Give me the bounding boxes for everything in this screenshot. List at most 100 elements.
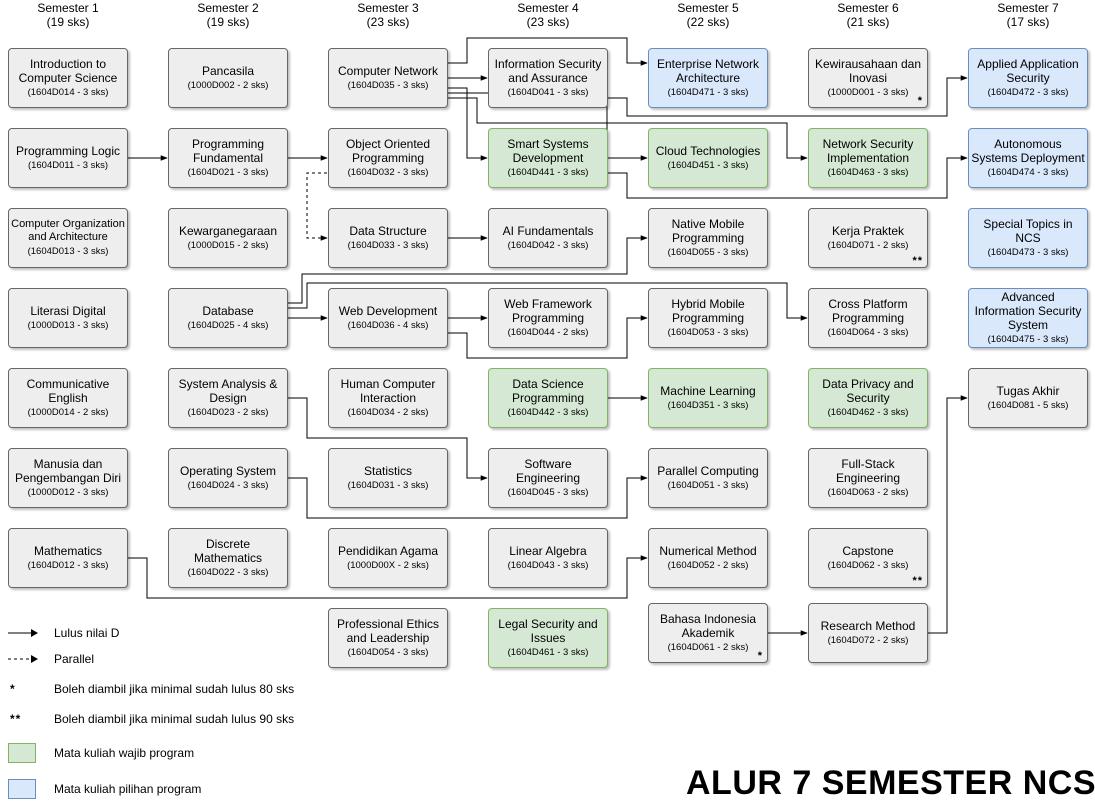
semester-5-header: Semester 5(22 sks) xyxy=(648,1,768,29)
course-name: Autonomous Systems Deployment xyxy=(971,137,1085,165)
course-mathematics[interactable]: Mathematics(1604D012 - 3 sks) xyxy=(8,528,128,588)
course-code: (1604D071 - 2 sks) xyxy=(827,240,909,251)
sks-requirement-marker: * xyxy=(917,95,923,107)
double-star-icon: ** xyxy=(10,712,22,726)
course-code: (1604D053 - 3 sks) xyxy=(667,327,749,338)
course-name: Cross Platform Programming xyxy=(828,297,908,325)
course-oop[interactable]: Object Oriented Programming (1604D032 - 3… xyxy=(328,128,448,188)
course-data-science[interactable]: Data Science Programming(1604D442 - 3 sk… xyxy=(488,368,608,428)
course-name: Legal Security and Issues xyxy=(498,617,598,645)
course-name: Computer Network xyxy=(337,64,439,78)
course-linear-algebra[interactable]: Linear Algebra(1604D043 - 3 sks) xyxy=(488,528,608,588)
edge-math-numerical xyxy=(128,555,648,599)
course-code: (1604D081 - 5 sks) xyxy=(987,400,1069,411)
course-enterprise-network[interactable]: Enterprise Network Architecture(1604D471… xyxy=(648,48,768,108)
course-name: Data Privacy and Security xyxy=(822,377,914,405)
course-ai-fundamentals[interactable]: AI Fundamentals(1604D042 - 3 sks) xyxy=(488,208,608,268)
course-fullstack[interactable]: Full-Stack Engineering(1604D063 - 2 sks) xyxy=(808,448,928,508)
course-pancasila[interactable]: Pancasila(1000D002 - 2 sks) xyxy=(168,48,288,108)
course-code: (1604D475 - 3 sks) xyxy=(987,334,1069,345)
course-manusia[interactable]: Manusia dan Pengembangan Diri(1000D012 -… xyxy=(8,448,128,508)
course-hybrid-mobile[interactable]: Hybrid Mobile Programming(1604D053 - 3 s… xyxy=(648,288,768,348)
course-software-engineering[interactable]: Software Engineering(1604D045 - 3 sks) xyxy=(488,448,608,508)
course-code: (1604D022 - 3 sks) xyxy=(187,567,269,578)
semester-sks: (23 sks) xyxy=(526,15,570,29)
semester-6-header: Semester 6(21 sks) xyxy=(808,1,928,29)
course-cross-platform[interactable]: Cross Platform Programming (1604D064 - 3 … xyxy=(808,288,928,348)
course-code: (1604D473 - 3 sks) xyxy=(987,247,1069,258)
course-web-framework[interactable]: Web Framework Programming(1604D044 - 2 s… xyxy=(488,288,608,348)
course-code: (1604D463 - 3 sks) xyxy=(827,167,909,178)
course-special-topics[interactable]: Special Topics in NCS(1604D473 - 3 sks) xyxy=(968,208,1088,268)
course-system-analysis[interactable]: System Analysis & Design (1604D023 - 2 sk… xyxy=(168,368,288,428)
course-name: Research Method xyxy=(820,619,916,633)
course-code: (1604D471 - 3 sks) xyxy=(667,87,749,98)
course-hci[interactable]: Human Computer Interaction(1604D034 - 2 … xyxy=(328,368,448,428)
course-code: (1604D461 - 3 sks) xyxy=(507,647,589,658)
course-autonomous-systems[interactable]: Autonomous Systems Deployment(1604D474 -… xyxy=(968,128,1088,188)
course-programming-fundamental[interactable]: Programming Fundamental(1604D021 - 3 sks… xyxy=(168,128,288,188)
course-tugas-akhir[interactable]: Tugas Akhir(1604D081 - 5 sks) xyxy=(968,368,1088,428)
course-operating-system[interactable]: Operating System(1604D024 - 3 sks) xyxy=(168,448,288,508)
course-capstone[interactable]: Capstone(1604D062 - 3 sks)** xyxy=(808,528,928,588)
course-name: System Analysis & Design xyxy=(178,377,278,405)
legend-label: Boleh diambil jika minimal sudah lulus 8… xyxy=(54,682,295,696)
course-network-security-implementation[interactable]: Network Security Implementation(1604D463… xyxy=(808,128,928,188)
course-machine-learning[interactable]: Machine Learning(1604D351 - 3 sks) xyxy=(648,368,768,428)
sks-requirement-marker: * xyxy=(757,650,763,662)
course-kewarganegaraan[interactable]: Kewarganegaraan(1000D015 - 2 sks) xyxy=(168,208,288,268)
course-information-security[interactable]: Information Security and Assurance(1604D… xyxy=(488,48,608,108)
course-code: (1604D032 - 3 sks) xyxy=(347,167,429,178)
course-data-privacy[interactable]: Data Privacy and Security (1604D462 - 3 s… xyxy=(808,368,928,428)
course-cloud-technologies[interactable]: Cloud Technologies(1604D451 - 3 sks) xyxy=(648,128,768,188)
course-code: (1604D023 - 2 sks) xyxy=(187,407,269,418)
semester-name: Semester 4 xyxy=(517,1,579,15)
course-statistics[interactable]: Statistics(1604D031 - 3 sks) xyxy=(328,448,448,508)
course-code: (1604D052 - 2 sks) xyxy=(667,560,749,571)
course-data-structure[interactable]: Data Structure(1604D033 - 3 sks) xyxy=(328,208,448,268)
course-native-mobile[interactable]: Native Mobile Programming(1604D055 - 3 s… xyxy=(648,208,768,268)
edge-infosec-appsec xyxy=(608,75,968,117)
edge-research-tugasakhir xyxy=(928,395,968,634)
course-parallel-computing[interactable]: Parallel Computing(1604D051 - 3 sks) xyxy=(648,448,768,508)
semester-sks: (19 sks) xyxy=(46,15,90,29)
course-name: Statistics xyxy=(363,464,412,478)
course-programming-logic[interactable]: Programming Logic(1604D011 - 3 sks) xyxy=(8,128,128,188)
course-code: (1604D072 - 2 sks) xyxy=(827,635,909,646)
course-literasi-digital[interactable]: Literasi Digital(1000D013 - 3 sks) xyxy=(8,288,128,348)
course-computer-organization[interactable]: Computer Organization and Architecture(1… xyxy=(8,208,128,268)
course-name: Discrete Mathematics xyxy=(193,537,263,565)
course-numerical-method[interactable]: Numerical Method(1604D052 - 2 sks) xyxy=(648,528,768,588)
course-professional-ethics[interactable]: Professional Ethics and Leadership(1604D… xyxy=(328,608,448,668)
course-name: Mathematics xyxy=(33,544,103,558)
course-kewirausahaan[interactable]: Kewirausahaan dan Inovasi(1000D001 - 3 s… xyxy=(808,48,928,108)
course-code: (1000D001 - 3 sks) xyxy=(827,87,909,98)
course-smart-systems[interactable]: Smart Systems Development(1604D441 - 3 s… xyxy=(488,128,608,188)
edge-sysanalysis-softeng xyxy=(288,397,488,481)
course-computer-network[interactable]: Computer Network(1604D035 - 3 sks) xyxy=(328,48,448,108)
semester-name: Semester 3 xyxy=(357,1,419,15)
course-intro-cs[interactable]: Introduction to Computer Science(1604D01… xyxy=(8,48,128,108)
course-pendidikan-agama[interactable]: Pendidikan Agama(1000D00X - 2 sks) xyxy=(328,528,448,588)
course-name: Software Engineering xyxy=(515,457,581,485)
course-code: (1604D462 - 3 sks) xyxy=(827,407,909,418)
course-bahasa-indonesia[interactable]: Bahasa Indonesia Akademik(1604D061 - 2 s… xyxy=(648,603,768,663)
course-legal-security[interactable]: Legal Security and Issues (1604D461 - 3 s… xyxy=(488,608,608,668)
course-kerja-praktek[interactable]: Kerja Praktek(1604D071 - 2 sks)** xyxy=(808,208,928,268)
course-code: (1604D064 - 3 sks) xyxy=(827,327,909,338)
course-discrete-mathematics[interactable]: Discrete Mathematics (1604D022 - 3 sks) xyxy=(168,528,288,588)
course-database[interactable]: Database(1604D025 - 4 sks) xyxy=(168,288,288,348)
course-communicative-english[interactable]: Communicative English(1000D014 - 2 sks) xyxy=(8,368,128,428)
edge-database-nativemobile xyxy=(288,235,648,304)
course-code: (1604D442 - 3 sks) xyxy=(507,407,589,418)
course-name: Advanced Information Security System xyxy=(974,290,1082,332)
course-research-method[interactable]: Research Method (1604D072 - 2 sks) xyxy=(808,603,928,663)
course-code: (1604D451 - 3 sks) xyxy=(667,160,749,171)
course-name: Information Security and Assurance xyxy=(494,57,602,85)
semester-sks: (22 sks) xyxy=(686,15,730,29)
course-web-development[interactable]: Web Development(1604D036 - 4 sks) xyxy=(328,288,448,348)
course-applied-application-security[interactable]: Applied Application Security(1604D472 - … xyxy=(968,48,1088,108)
semester-3-header: Semester 3(23 sks) xyxy=(328,1,448,29)
course-advanced-information-security[interactable]: Advanced Information Security System (160… xyxy=(968,288,1088,348)
course-name: Object Oriented Programming xyxy=(345,137,431,165)
